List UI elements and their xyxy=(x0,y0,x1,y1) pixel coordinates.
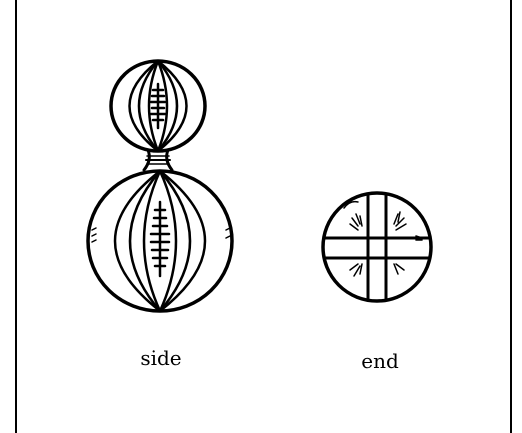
end-view-vertical-band xyxy=(368,194,386,300)
upper-chromosomes xyxy=(151,84,165,128)
end-view-horizontal-band xyxy=(324,238,430,258)
end-view xyxy=(323,193,431,301)
cleavage-neck xyxy=(144,150,172,170)
lower-sphere xyxy=(88,171,232,311)
side-label: side xyxy=(140,346,181,370)
upper-sphere xyxy=(111,61,205,151)
lower-chromosomes xyxy=(151,202,169,276)
end-view-outline xyxy=(323,193,431,301)
end-label: end xyxy=(361,349,399,373)
side-view xyxy=(88,61,232,311)
